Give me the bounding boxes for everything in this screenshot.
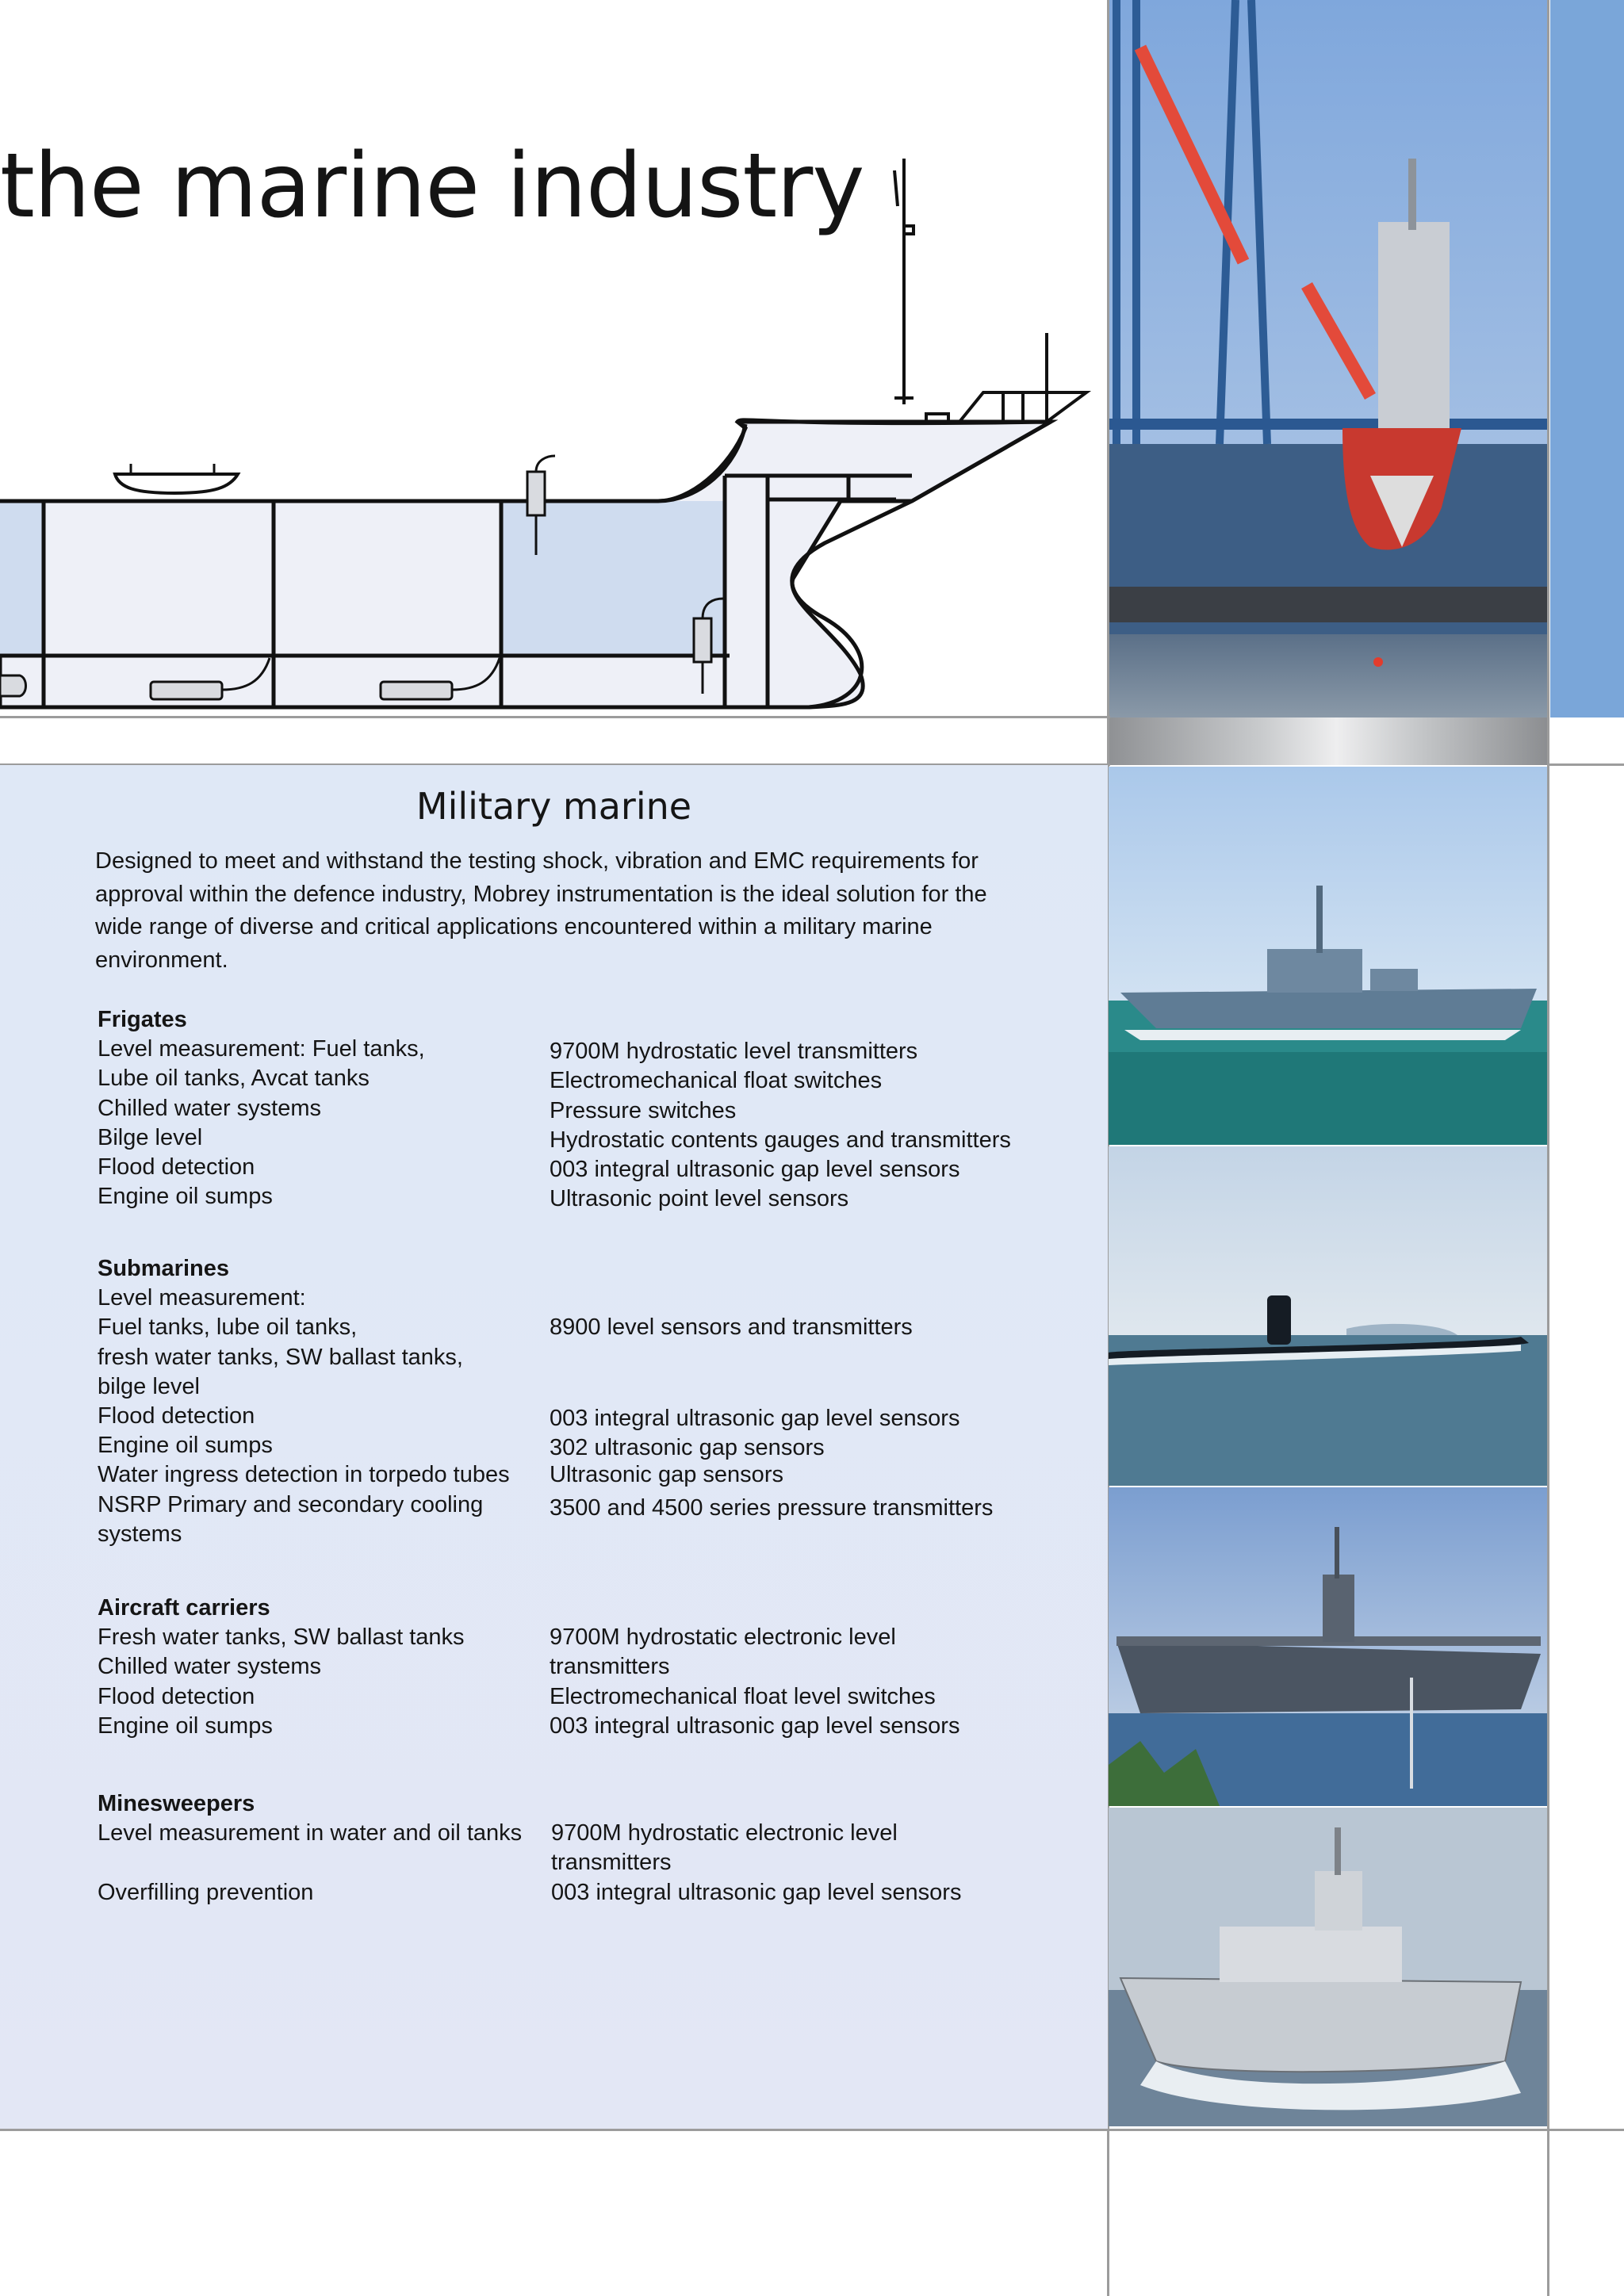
page-title: the marine industry [0,135,865,238]
list-item: Level measurement in water and oil tanks… [98,1819,1089,1848]
product-label: 003 integral ultrasonic gap level sensor… [550,1156,960,1182]
list-item: Engine oil sumps Ultrasonic point level s… [98,1182,1089,1211]
tank-mid [501,501,725,656]
application-label: Engine oil sumps [98,1433,273,1459]
divider-top-right [1547,763,1624,766]
sidebar-accent-strip [1550,0,1624,718]
vertical-rule-right [1547,0,1549,2296]
gap-sensor-0 [0,674,27,698]
vertical-rule-left [1107,0,1109,2296]
ship-cross-section-diagram [0,159,1092,710]
list-item: Bilge level Hydrostatic contents gauges a… [98,1123,1089,1153]
list-item: Chilled water systems Pressure switches [98,1094,1089,1123]
list-item: Flood detection Electromechanical float l… [98,1682,1089,1712]
application-label: Fresh water tanks, SW ballast tanks [98,1624,465,1651]
application-label: Chilled water systems [98,1654,322,1680]
ship-mast [893,159,1092,423]
divider-top [0,716,1110,718]
application-label: Flood detection [98,1683,255,1709]
product-label: Ultrasonic gap sensors [550,1462,783,1488]
application-label: bilge level [98,1373,200,1399]
section-intro: Designed to meet and withstand the testi… [95,848,987,973]
level-sensor-bottom [692,597,724,694]
list-item: Chilled water systems transmitters [98,1652,1089,1682]
product-label: 302 ultrasonic gap sensors [550,1435,825,1461]
application-label: Chilled water systems [98,1095,322,1121]
product-label: 8900 level sensors and transmitters [550,1314,913,1341]
photo-dockyard [1109,0,1547,718]
group-heading: Submarines [98,1256,229,1281]
product-label: 9700M hydrostatic level transmitters [550,1039,918,1065]
list-item: Level measurement: [98,1284,1089,1313]
application-label: Water ingress detection in torpedo tubes [98,1462,510,1488]
product-label: transmitters [551,1850,672,1876]
divider-bottom [0,2129,1624,2131]
list-item: Water ingress detection in torpedo tubes… [98,1460,1089,1490]
photo-minesweeper [1109,1808,1547,2126]
list-item: transmitters [98,1848,1089,1877]
product-label: 9700M hydrostatic electronic level [550,1624,896,1651]
group-submarines: Submarines Level measurement: Fuel tanks… [98,1254,1089,1549]
level-sensor-top [526,454,556,555]
section-title: Military marine [416,785,692,828]
list-item: systems [98,1520,1089,1549]
product-label: 003 integral ultrasonic gap level sensor… [550,1405,960,1431]
group-minesweepers: Minesweepers Level measurement in water … [98,1789,1089,1908]
group-heading: Frigates [98,1007,187,1032]
hull-structure [0,419,1059,710]
list-item: Fresh water tanks, SW ballast tanks 9700M… [98,1623,1089,1652]
military-marine-panel [0,765,1108,2129]
lifeboat [113,473,241,496]
product-label: 3500 and 4500 series pressure transmitte… [550,1494,994,1521]
application-label: Engine oil sumps [98,1712,273,1739]
photo-aircraft-carrier [1109,1487,1547,1806]
product-label: 003 integral ultrasonic gap level sensor… [550,1712,960,1739]
application-label: Level measurement: Fuel tanks, [98,1036,425,1062]
application-label: fresh water tanks, SW ballast tanks, [98,1344,463,1370]
application-label: Flood detection [98,1154,255,1180]
list-item: bilge level [98,1372,1089,1402]
list-item: Overfilling prevention 003 integral ultra… [98,1878,1089,1908]
product-label: 9700M hydrostatic electronic level [551,1820,898,1846]
product-label: Electromechanical float level switches [550,1683,936,1709]
application-label: Flood detection [98,1402,255,1429]
tank-left [0,501,44,656]
product-label: Pressure switches [550,1097,737,1123]
list-item: Engine oil sumps 003 integral ultrasonic … [98,1712,1089,1741]
application-label: Bilge level [98,1124,203,1150]
product-label: Electromechanical float switches [550,1068,883,1094]
gap-sensor-2 [379,657,501,701]
divider-top-left [0,763,1110,766]
application-label: Overfilling prevention [98,1879,314,1905]
list-item: fresh water tanks, SW ballast tanks, [98,1343,1089,1372]
photo-submarine [1109,1146,1547,1486]
application-label: Engine oil sumps [98,1184,273,1210]
list-item: Level measurement: Fuel tanks, 9700M hydr… [98,1035,1089,1064]
group-heading: Minesweepers [98,1791,255,1816]
application-label: Level measurement: [98,1285,306,1311]
list-item: Flood detection 003 integral ultrasonic g… [98,1153,1089,1182]
list-item: Lube oil tanks, Avcat tanks Electromechan… [98,1064,1089,1093]
product-label: 003 integral ultrasonic gap level sensor… [551,1879,962,1905]
list-item: Fuel tanks, lube oil tanks, 8900 level se… [98,1313,1089,1342]
application-label: Lube oil tanks, Avcat tanks [98,1066,370,1092]
application-label: Fuel tanks, lube oil tanks, [98,1314,358,1341]
list-item: NSRP Primary and secondary cooling 3500 a… [98,1490,1089,1521]
application-label: NSRP Primary and secondary cooling [98,1491,484,1517]
list-item: Flood detection 003 integral ultrasonic g… [98,1402,1089,1431]
product-label: Ultrasonic point level sensors [550,1186,849,1212]
photo-frigate [1109,767,1547,1145]
product-label: transmitters [550,1654,670,1680]
group-frigates: Frigates Level measurement: Fuel tanks, 9… [98,1005,1089,1211]
group-aircraft-carriers: Aircraft carriers Fresh water tanks, SW … [98,1594,1089,1741]
decorative-gradient-bar [1109,718,1547,765]
gap-sensor-1 [149,657,271,701]
application-label: Level measurement in water and oil tanks [98,1820,523,1846]
product-label: Hydrostatic contents gauges and transmit… [550,1127,1011,1153]
application-label: systems [98,1521,182,1547]
group-heading: Aircraft carriers [98,1595,270,1621]
list-item: Engine oil sumps 302 ultrasonic gap senso… [98,1431,1089,1460]
